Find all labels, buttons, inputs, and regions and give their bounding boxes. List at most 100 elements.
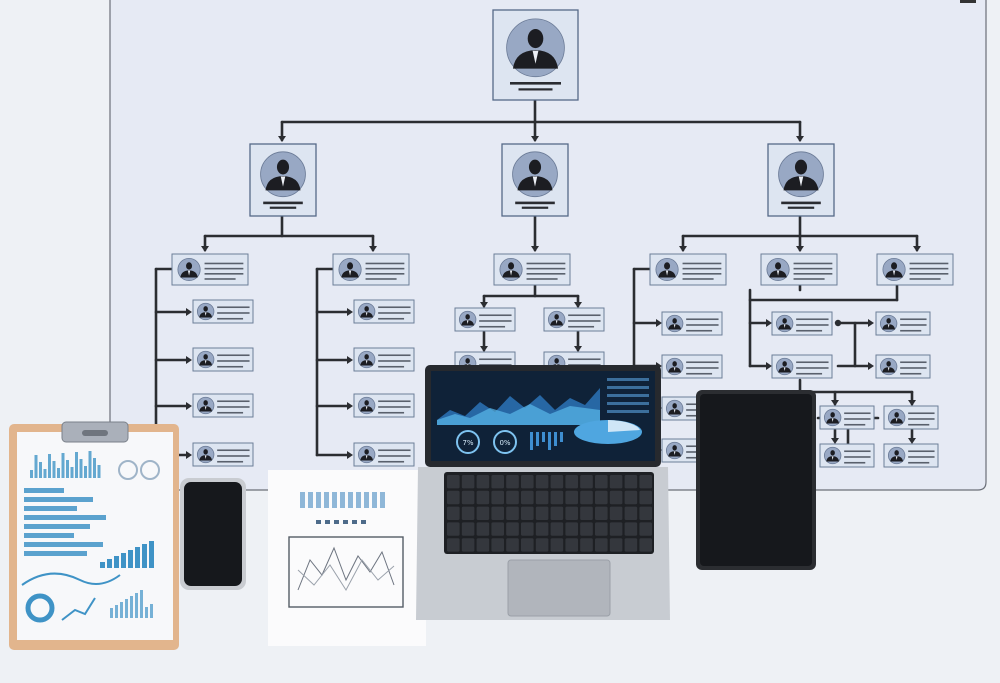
card-text-line [217, 365, 244, 368]
org-node-manager-3 [767, 143, 835, 217]
paper-bar [316, 492, 321, 508]
arrow-head [347, 402, 353, 410]
person-collar [555, 320, 558, 325]
paper-bar [348, 492, 353, 508]
person-head [672, 318, 677, 324]
paper-marker [334, 520, 339, 524]
clip-mini-bar [130, 596, 133, 618]
card-text-line [479, 314, 512, 317]
paper-body [268, 470, 426, 646]
person-head [347, 262, 354, 270]
employee-card-7 [353, 393, 415, 418]
arrow-head [796, 246, 804, 252]
card-text-line [217, 411, 244, 414]
arrow-head [831, 400, 839, 406]
keyboard-key [639, 538, 652, 552]
card-text-line [479, 358, 512, 361]
card-text-line [796, 372, 823, 375]
card-text-line [217, 460, 244, 463]
keyboard-key [595, 538, 608, 552]
person-collar [783, 324, 786, 329]
card-text-line [796, 329, 823, 332]
paper-bar [340, 492, 345, 508]
keyboard-key [506, 522, 519, 536]
node-text-line [521, 206, 549, 209]
clip-chart-bar [57, 468, 60, 478]
keyboard-key [595, 475, 608, 489]
employee-card-6 [353, 347, 415, 372]
card-text-line [217, 406, 250, 408]
keyboard-key [535, 490, 549, 505]
keyboard-key [624, 490, 638, 505]
card-text-line [526, 267, 566, 270]
person-head [794, 159, 808, 175]
keyboard-key [535, 506, 549, 520]
card-text-line [682, 267, 722, 270]
keyboard-key [580, 522, 593, 536]
employee-card-4 [192, 442, 254, 467]
keyboard-key [550, 506, 564, 520]
arrow-head [868, 362, 874, 370]
person-collar [466, 320, 469, 325]
arrow-head [201, 246, 209, 252]
paper-bar [324, 492, 329, 508]
person-collar [204, 455, 207, 460]
clip-chart-bar [48, 454, 51, 478]
person-collar [204, 312, 207, 317]
keyboard-key [565, 490, 578, 505]
keyboard-key [461, 506, 475, 520]
card-text-line [204, 267, 244, 270]
laptop-mini-bar [536, 432, 539, 446]
laptop-side-line [607, 386, 649, 389]
card-text-line [844, 461, 866, 464]
card-text-line [378, 317, 405, 320]
paper-bar [308, 492, 313, 508]
clip-hbar [24, 533, 74, 538]
arrow-head [480, 302, 488, 308]
arrow-head [574, 302, 582, 308]
person-head [508, 262, 515, 270]
node-text-line [781, 201, 821, 205]
person-head [894, 450, 899, 456]
card-text-line [844, 418, 871, 420]
clip-vbar [128, 550, 133, 568]
card-text-line [900, 361, 927, 364]
laptop-gauge-ring [493, 430, 517, 454]
person-collar [365, 312, 368, 317]
keyboard-key [624, 506, 638, 520]
card-text-line [793, 273, 833, 275]
keyboard-key [521, 490, 534, 505]
person-head [782, 361, 787, 367]
card-text-line [217, 360, 250, 362]
laptop-gauge-1: 7% [462, 439, 473, 447]
card-text-line [568, 358, 601, 361]
clip-chart-bar [88, 451, 92, 478]
laptop-trackpad [507, 559, 611, 617]
tablet-screen [700, 394, 812, 566]
card-text-line [908, 412, 935, 415]
paper-bar [332, 492, 337, 508]
keyboard-key [639, 522, 652, 536]
card-text-line [378, 449, 411, 452]
clip-hbar [24, 515, 106, 520]
card-text-line [378, 354, 411, 357]
org-node-manager-2 [501, 143, 569, 217]
keyboard-key [535, 522, 549, 536]
employee-card-24 [883, 443, 939, 468]
laptop-pie-slice [608, 420, 640, 432]
clip-trend-line [61, 597, 96, 621]
employee-card-21 [819, 405, 875, 430]
laptop-keyboard-well [444, 472, 654, 554]
keyboard-key [521, 538, 534, 552]
arrow-head [186, 356, 192, 364]
card-text-line [844, 423, 866, 426]
keyboard-key [476, 490, 490, 505]
clip-hbar [24, 542, 103, 547]
paper-plot-line [297, 546, 395, 591]
person-collar [798, 176, 804, 187]
person-collar [887, 367, 890, 372]
laptop-mini-bar [548, 432, 551, 450]
keyboard-key [595, 506, 608, 520]
paper-marker [316, 520, 321, 524]
